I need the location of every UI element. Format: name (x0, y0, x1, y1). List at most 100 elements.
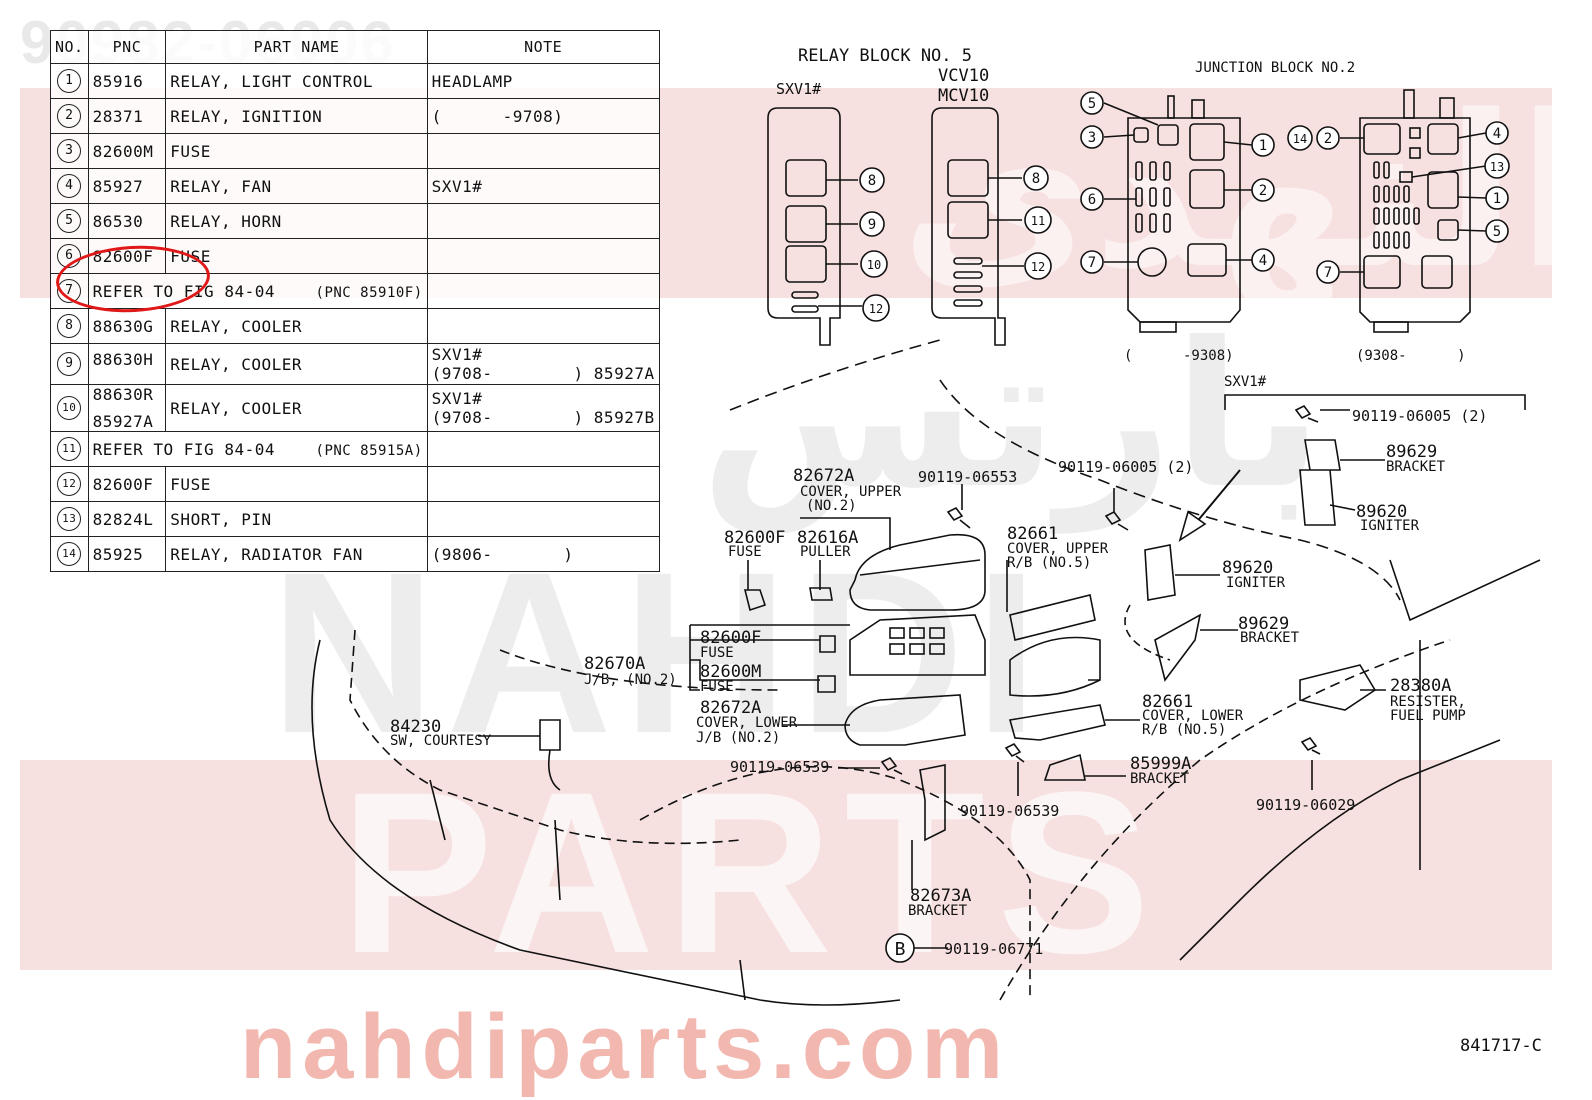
leaders-top (747, 484, 1115, 590)
dash-cowl (939, 379, 1401, 601)
jb-left-slot-1 (1189, 123, 1225, 161)
label-bolt-06005-b: 90119-06005 (2) (1352, 407, 1488, 425)
relay-a-leaders (818, 179, 862, 307)
jb-left-callouts: 5 3 6 7 1 2 4 (1080, 91, 1275, 274)
callout-b-circle (885, 933, 915, 963)
relay-block-variant-a: SXV1# (776, 80, 822, 98)
resister-fuel-pump (1299, 664, 1377, 711)
relay-a-fuse-1 (791, 291, 819, 299)
label-bolt-06005-a: 90119-06005 (2) (1058, 458, 1194, 476)
body-dash-1 (349, 629, 741, 845)
relay-a-callout-12: 12 (869, 302, 883, 316)
fuses-small (817, 635, 836, 693)
leaders-fuse (689, 624, 850, 691)
row-number: 6 (57, 244, 82, 268)
label-28380a-desc-2: FUEL PUMP (1390, 708, 1466, 724)
row-number: 5 (57, 209, 82, 233)
jb-left-slot-5 (1157, 124, 1179, 146)
relay-a-fuse-2 (791, 305, 819, 313)
label-bolt-06539-b: 90119-06539 (960, 802, 1060, 820)
col-header-note: NOTE (426, 30, 660, 64)
rb5-block (1009, 636, 1101, 697)
row-number: 3 (57, 139, 82, 163)
relay-b-callouts: 8 11 12 (1023, 165, 1052, 280)
relay-a-slot-9 (785, 205, 827, 243)
label-82672a-upper-desc-1: COVER, UPPER (800, 484, 902, 500)
row-note: SXV1# (426, 168, 660, 204)
row-part-name: SHORT, PIN (165, 501, 428, 537)
label-84230: 84230 (390, 717, 442, 737)
relay-a-callouts: 8 9 10 12 (859, 167, 890, 322)
jb-left-callout-3: 3 (1088, 130, 1096, 146)
row-pnc: 85927 (87, 168, 167, 204)
jb-right-post-2 (1439, 97, 1455, 119)
row-note-line-1: SXV1# (431, 389, 483, 408)
jb-right-slot-1 (1427, 171, 1459, 209)
row-part-name: RELAY, COOLER (165, 384, 428, 432)
upper-cover-jb2 (849, 533, 986, 611)
watermark-band-bottom (20, 760, 1552, 970)
row-note (426, 431, 660, 467)
label-82670a: 82670A (584, 654, 646, 674)
relay-block-a (767, 107, 841, 346)
table-row: 11 REFER TO FIG 84-04 (PNC 85915A) (50, 431, 660, 467)
row-number: 10 (57, 396, 82, 420)
label-82600f-b-desc: FUSE (700, 645, 734, 661)
jb-right-callout-5: 5 (1493, 224, 1501, 240)
label-82661-upper-desc-2: R/B (NO.5) (1007, 555, 1092, 571)
body-outline-front (311, 639, 901, 1006)
label-85999a-desc: BRACKET (1130, 771, 1190, 787)
label-89629-a: 89629 (1386, 442, 1438, 462)
leaders-mid (478, 459, 1386, 796)
label-82616a-desc: PULLER (800, 544, 851, 560)
label-89629-b-desc: BRACKET (1240, 630, 1300, 646)
junction-block-jb2 (849, 614, 986, 676)
row-note (426, 238, 660, 274)
label-82672a-lower: 82672A (700, 698, 762, 718)
lower-cover-rb5 (1008, 704, 1106, 741)
row-pnc: 88630G (87, 308, 167, 344)
label-82661-upper: 82661 (1007, 524, 1059, 544)
label-82670a-desc: J/B, (NO.2) (584, 672, 677, 688)
row-part-name: RELAY, COOLER (165, 308, 428, 344)
table-row: 3 82600M FUSE (50, 133, 660, 169)
watermark-parts: PARTS (340, 744, 1163, 1001)
relay-b-callout-11: 11 (1031, 214, 1045, 228)
relay-b-callout-12: 12 (1031, 260, 1045, 274)
jb-right-callout-14: 14 (1293, 132, 1307, 146)
label-82672a-upper-desc-2: (NO.2) (806, 498, 857, 514)
row-refer: REFER TO FIG 84-04 (PNC 85910F) (87, 273, 428, 309)
row-part-name: FUSE (165, 238, 428, 274)
label-82616a: 82616A (797, 528, 859, 548)
jb-right-connector (1373, 321, 1409, 333)
row-number: 1 (57, 69, 82, 93)
row-pnc: 85925 (87, 536, 167, 572)
bracket-82673a (919, 764, 946, 842)
relay-a-callout-9: 9 (868, 217, 876, 233)
body-dash-3 (639, 765, 1031, 1000)
row-pnc: 82600F (87, 466, 167, 502)
row-number: 8 (57, 314, 82, 338)
row-number: 14 (57, 542, 82, 566)
label-89629-a-desc: BRACKET (1386, 459, 1446, 475)
row-part-name: RELAY, COOLER (165, 343, 428, 385)
jb-right-range: (9308- ) (1356, 348, 1466, 364)
table-row: 4 85927 RELAY, FAN SXV1# (50, 168, 660, 204)
label-82672a-lower-desc-1: COVER, LOWER (696, 715, 798, 731)
row-note (426, 308, 660, 344)
label-89620-b-desc: IGNITER (1226, 575, 1286, 591)
row-part-name: RELAY, HORN (165, 203, 428, 239)
jb-right-slot-7 (1363, 255, 1401, 289)
row-pnc: 28371 (87, 98, 167, 134)
row-number: 13 (57, 507, 82, 531)
jb-right-callout-4: 4 (1493, 126, 1501, 142)
relay-a-slot-10 (785, 245, 827, 283)
row-note: HEADLAMP (426, 63, 660, 99)
row-note (426, 203, 660, 239)
label-bolt-06553: 90119-06553 (918, 468, 1018, 486)
table-row: 12 82600F FUSE (50, 466, 660, 502)
relay-a-callout-10: 10 (867, 258, 881, 272)
row-part-name: RELAY, FAN (165, 168, 428, 204)
jb-left-slot-3 (1133, 127, 1149, 143)
